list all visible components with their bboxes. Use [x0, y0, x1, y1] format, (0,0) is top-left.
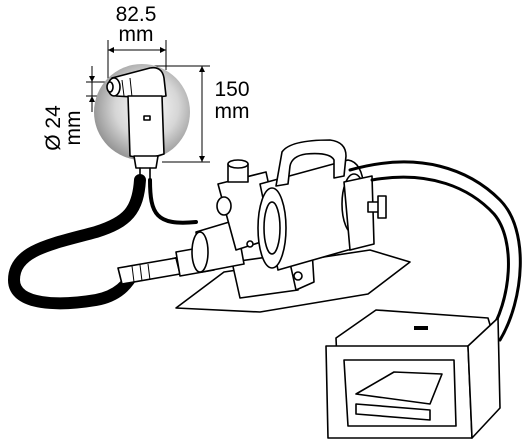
pedal-hoses	[348, 160, 522, 342]
diameter-unit: mm	[62, 111, 85, 146]
length-unit: mm	[119, 23, 154, 46]
diameter-value: Ø 24	[42, 105, 65, 151]
height-value: 150	[214, 78, 249, 101]
pump-unit	[175, 139, 411, 313]
tool-hoses	[8, 174, 198, 310]
dimension-height: 150 mm	[150, 65, 250, 163]
height-unit: mm	[215, 100, 250, 123]
length-value: 82.5	[116, 3, 157, 26]
dimension-length: 82.5 mm	[107, 3, 167, 84]
foot-pedal	[325, 309, 501, 439]
tool-head-detail	[94, 64, 190, 183]
